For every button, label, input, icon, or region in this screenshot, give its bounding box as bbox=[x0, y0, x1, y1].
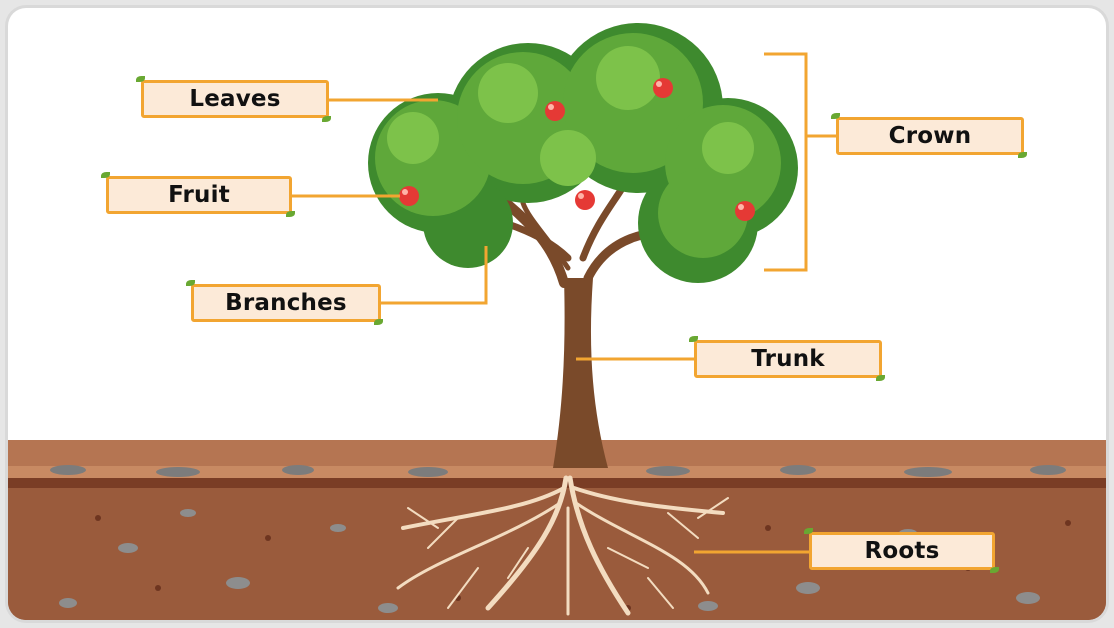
label-trunk: Trunk bbox=[694, 340, 882, 378]
tree-illustration bbox=[8, 23, 1106, 620]
label-branches: Branches bbox=[191, 284, 381, 322]
vine-leaf-decoration bbox=[286, 211, 295, 217]
vine-leaf-decoration bbox=[1018, 152, 1027, 158]
vine-leaf-decoration bbox=[186, 280, 195, 286]
diagram-canvas: Leaves Fruit Branches Crown Trunk Roots bbox=[8, 8, 1106, 620]
vine-leaf-decoration bbox=[101, 172, 110, 178]
vine-leaf-decoration bbox=[322, 116, 331, 122]
label-crown: Crown bbox=[836, 117, 1024, 155]
vine-leaf-decoration bbox=[990, 567, 999, 573]
foliage-drawing bbox=[368, 23, 798, 283]
vine-leaf-decoration bbox=[804, 528, 813, 534]
vine-leaf-decoration bbox=[374, 319, 383, 325]
label-fruit: Fruit bbox=[106, 176, 292, 214]
vine-leaf-decoration bbox=[689, 336, 698, 342]
connector-lines bbox=[292, 52, 838, 554]
label-leaves: Leaves bbox=[141, 80, 329, 118]
vine-leaf-decoration bbox=[876, 375, 885, 381]
soil-layers bbox=[8, 440, 1106, 620]
vine-leaf-decoration bbox=[831, 113, 840, 119]
vine-leaf-decoration bbox=[136, 76, 145, 82]
label-roots: Roots bbox=[809, 532, 995, 570]
roots-drawing bbox=[396, 475, 729, 616]
